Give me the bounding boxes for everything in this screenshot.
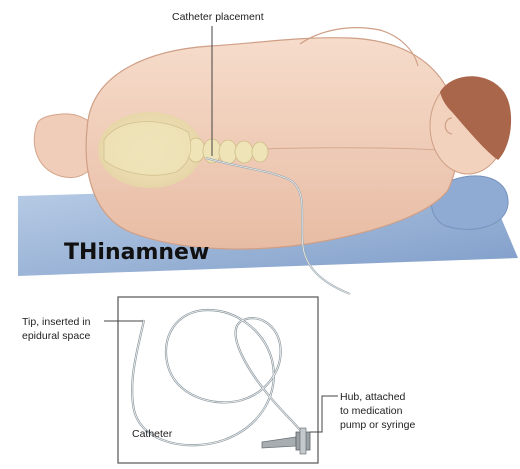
hub-label: Hub, attached to medication pump or syri… [340, 391, 415, 431]
catheter-label: Catheter [132, 428, 173, 440]
tip-label-line1: Tip, inserted in [22, 316, 91, 328]
catheter-hub [261, 427, 311, 455]
catheter-tube-upper-highlight [205, 157, 351, 295]
hub-label-line1: Hub, attached [340, 391, 406, 403]
ear [444, 117, 453, 135]
catheter-coil [131, 308, 301, 447]
catheter-inset [104, 296, 338, 464]
hub-label-line3: pump or syringe [340, 419, 415, 431]
tip-label-line2: epidural space [22, 330, 90, 342]
patient-illustration [18, 26, 518, 295]
watermark: THinamnew [64, 240, 209, 265]
sacrum [103, 121, 192, 176]
pillow [431, 175, 509, 230]
tip-label: Tip, inserted in epidural space [22, 316, 91, 342]
shoulder [299, 27, 419, 67]
hub-pointer [310, 395, 338, 433]
hair [440, 76, 512, 160]
hub-label-line2: to medication [340, 405, 403, 417]
catheter-placement-label: Catheter placement [172, 11, 264, 23]
